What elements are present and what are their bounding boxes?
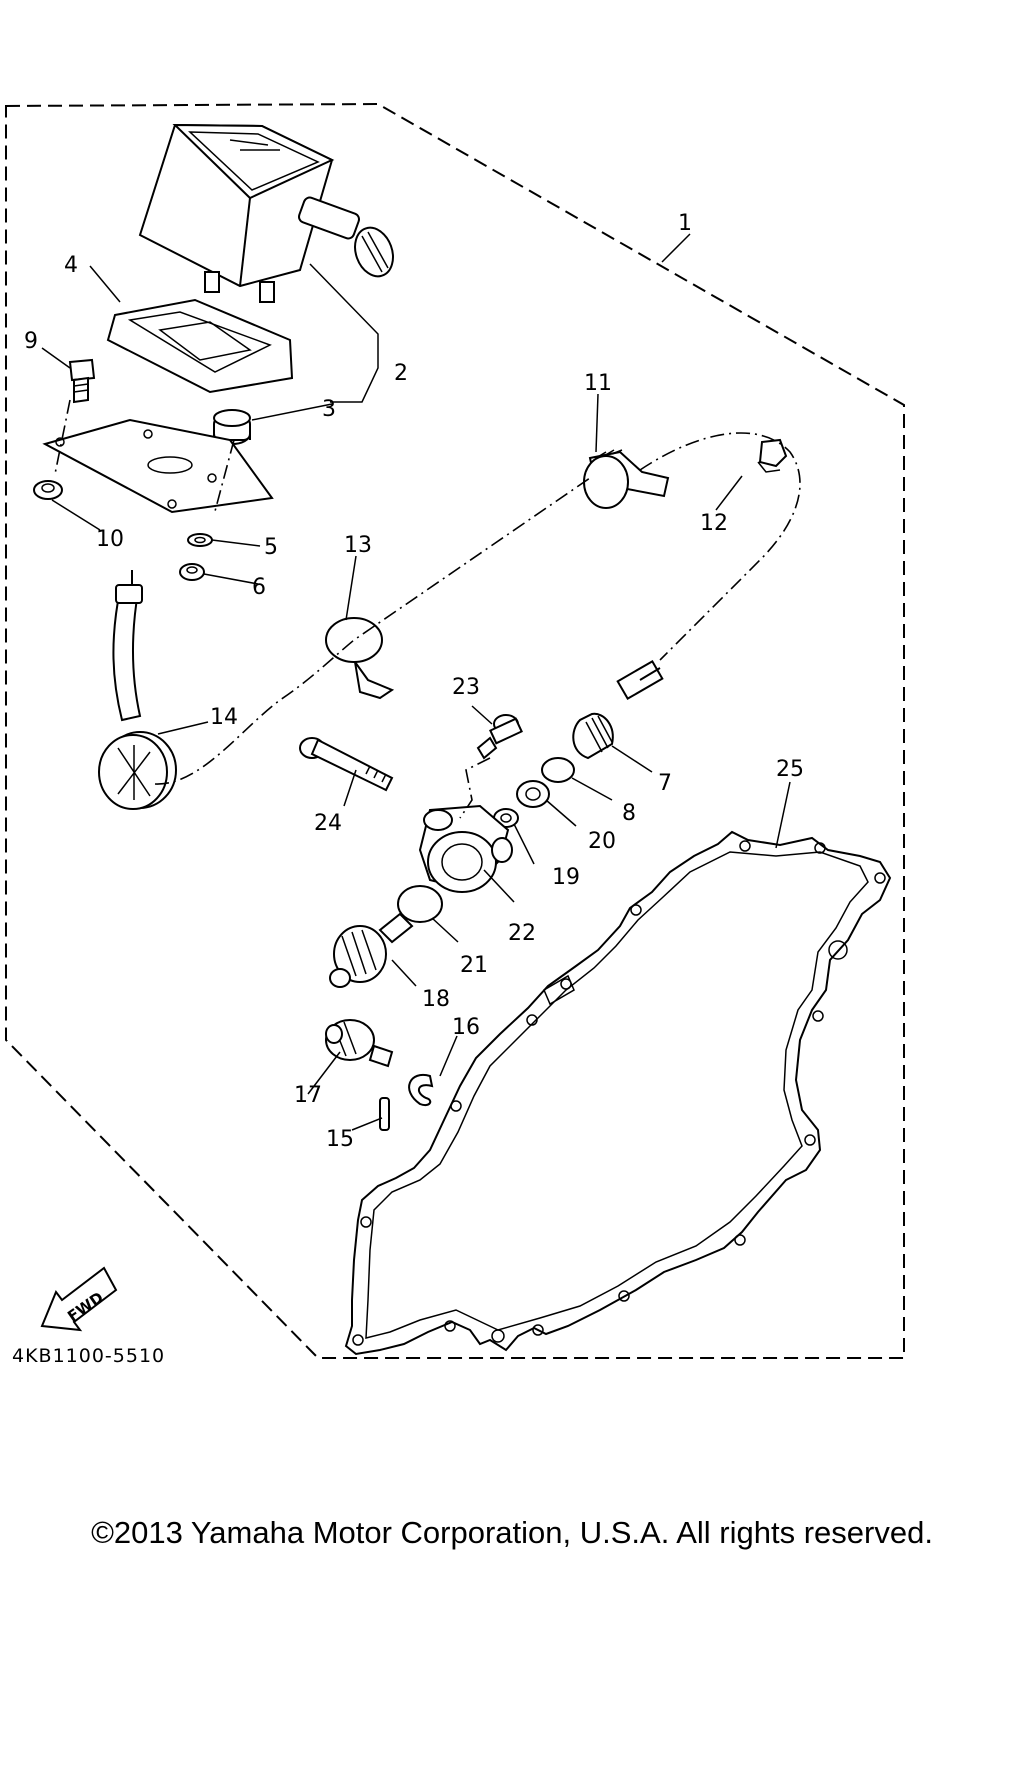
callout-2: 2 <box>394 361 408 386</box>
callout-4: 4 <box>64 253 78 278</box>
gear-housing-22 <box>418 804 513 893</box>
callout-23: 23 <box>452 675 480 700</box>
callout-1: 1 <box>678 211 692 236</box>
callout-13: 13 <box>344 533 372 558</box>
callout-24: 24 <box>314 811 342 836</box>
driven-gear-18 <box>329 912 414 988</box>
callout-10: 10 <box>96 527 124 552</box>
o-ring-8 <box>541 757 575 783</box>
callout-5: 5 <box>264 535 278 560</box>
callout-25: 25 <box>776 757 804 782</box>
callout-14: 14 <box>210 705 238 730</box>
callout-19: 19 <box>552 865 580 890</box>
callout-15: 15 <box>326 1127 354 1152</box>
gasket-25 <box>344 830 892 1356</box>
meter-unit <box>138 123 394 303</box>
callout-16: 16 <box>452 1015 480 1040</box>
callout-20: 20 <box>588 829 616 854</box>
meter-cable <box>98 570 177 810</box>
bolt-23 <box>476 714 523 760</box>
callout-6: 6 <box>252 575 266 600</box>
clip-12 <box>757 438 788 473</box>
cable-routing <box>54 399 801 819</box>
callout-17: 17 <box>294 1083 322 1108</box>
callout-labels: 1 2 3 4 5 6 7 8 9 10 11 12 13 14 15 16 1… <box>24 211 804 1152</box>
bolt-24 <box>299 737 394 792</box>
callout-12: 12 <box>700 511 728 536</box>
callout-18: 18 <box>422 987 450 1012</box>
callout-7: 7 <box>658 771 672 796</box>
leader-lines <box>41 233 791 1131</box>
callout-21: 21 <box>460 953 488 978</box>
cable-tie-11 <box>583 449 670 509</box>
callout-3: 3 <box>322 397 336 422</box>
callout-22: 22 <box>508 921 536 946</box>
forward-arrow-icon: FWD <box>40 1266 118 1332</box>
bolt-9 <box>68 358 96 404</box>
diagram-code: 4KB1100-5510 <box>12 1345 165 1367</box>
nut-10 <box>33 480 63 500</box>
nut-6 <box>179 563 205 581</box>
oil-seal-20 <box>516 780 550 808</box>
assembly-boundary <box>5 102 905 1359</box>
callout-11: 11 <box>584 371 612 396</box>
callout-8: 8 <box>622 801 636 826</box>
o-ring-21 <box>397 885 443 923</box>
copyright-notice: ©2013 Yamaha Motor Corporation, U.S.A. A… <box>91 1515 933 1550</box>
meter-bracket <box>42 418 274 514</box>
washer-5 <box>187 533 213 547</box>
cable-end-7 <box>572 659 664 760</box>
clamp-13 <box>325 617 395 700</box>
meter-pad <box>106 298 294 394</box>
callout-9: 9 <box>24 329 38 354</box>
drive-gear-17 <box>325 1019 394 1068</box>
circlip-16 <box>408 1073 434 1107</box>
pin-15 <box>379 1097 390 1131</box>
